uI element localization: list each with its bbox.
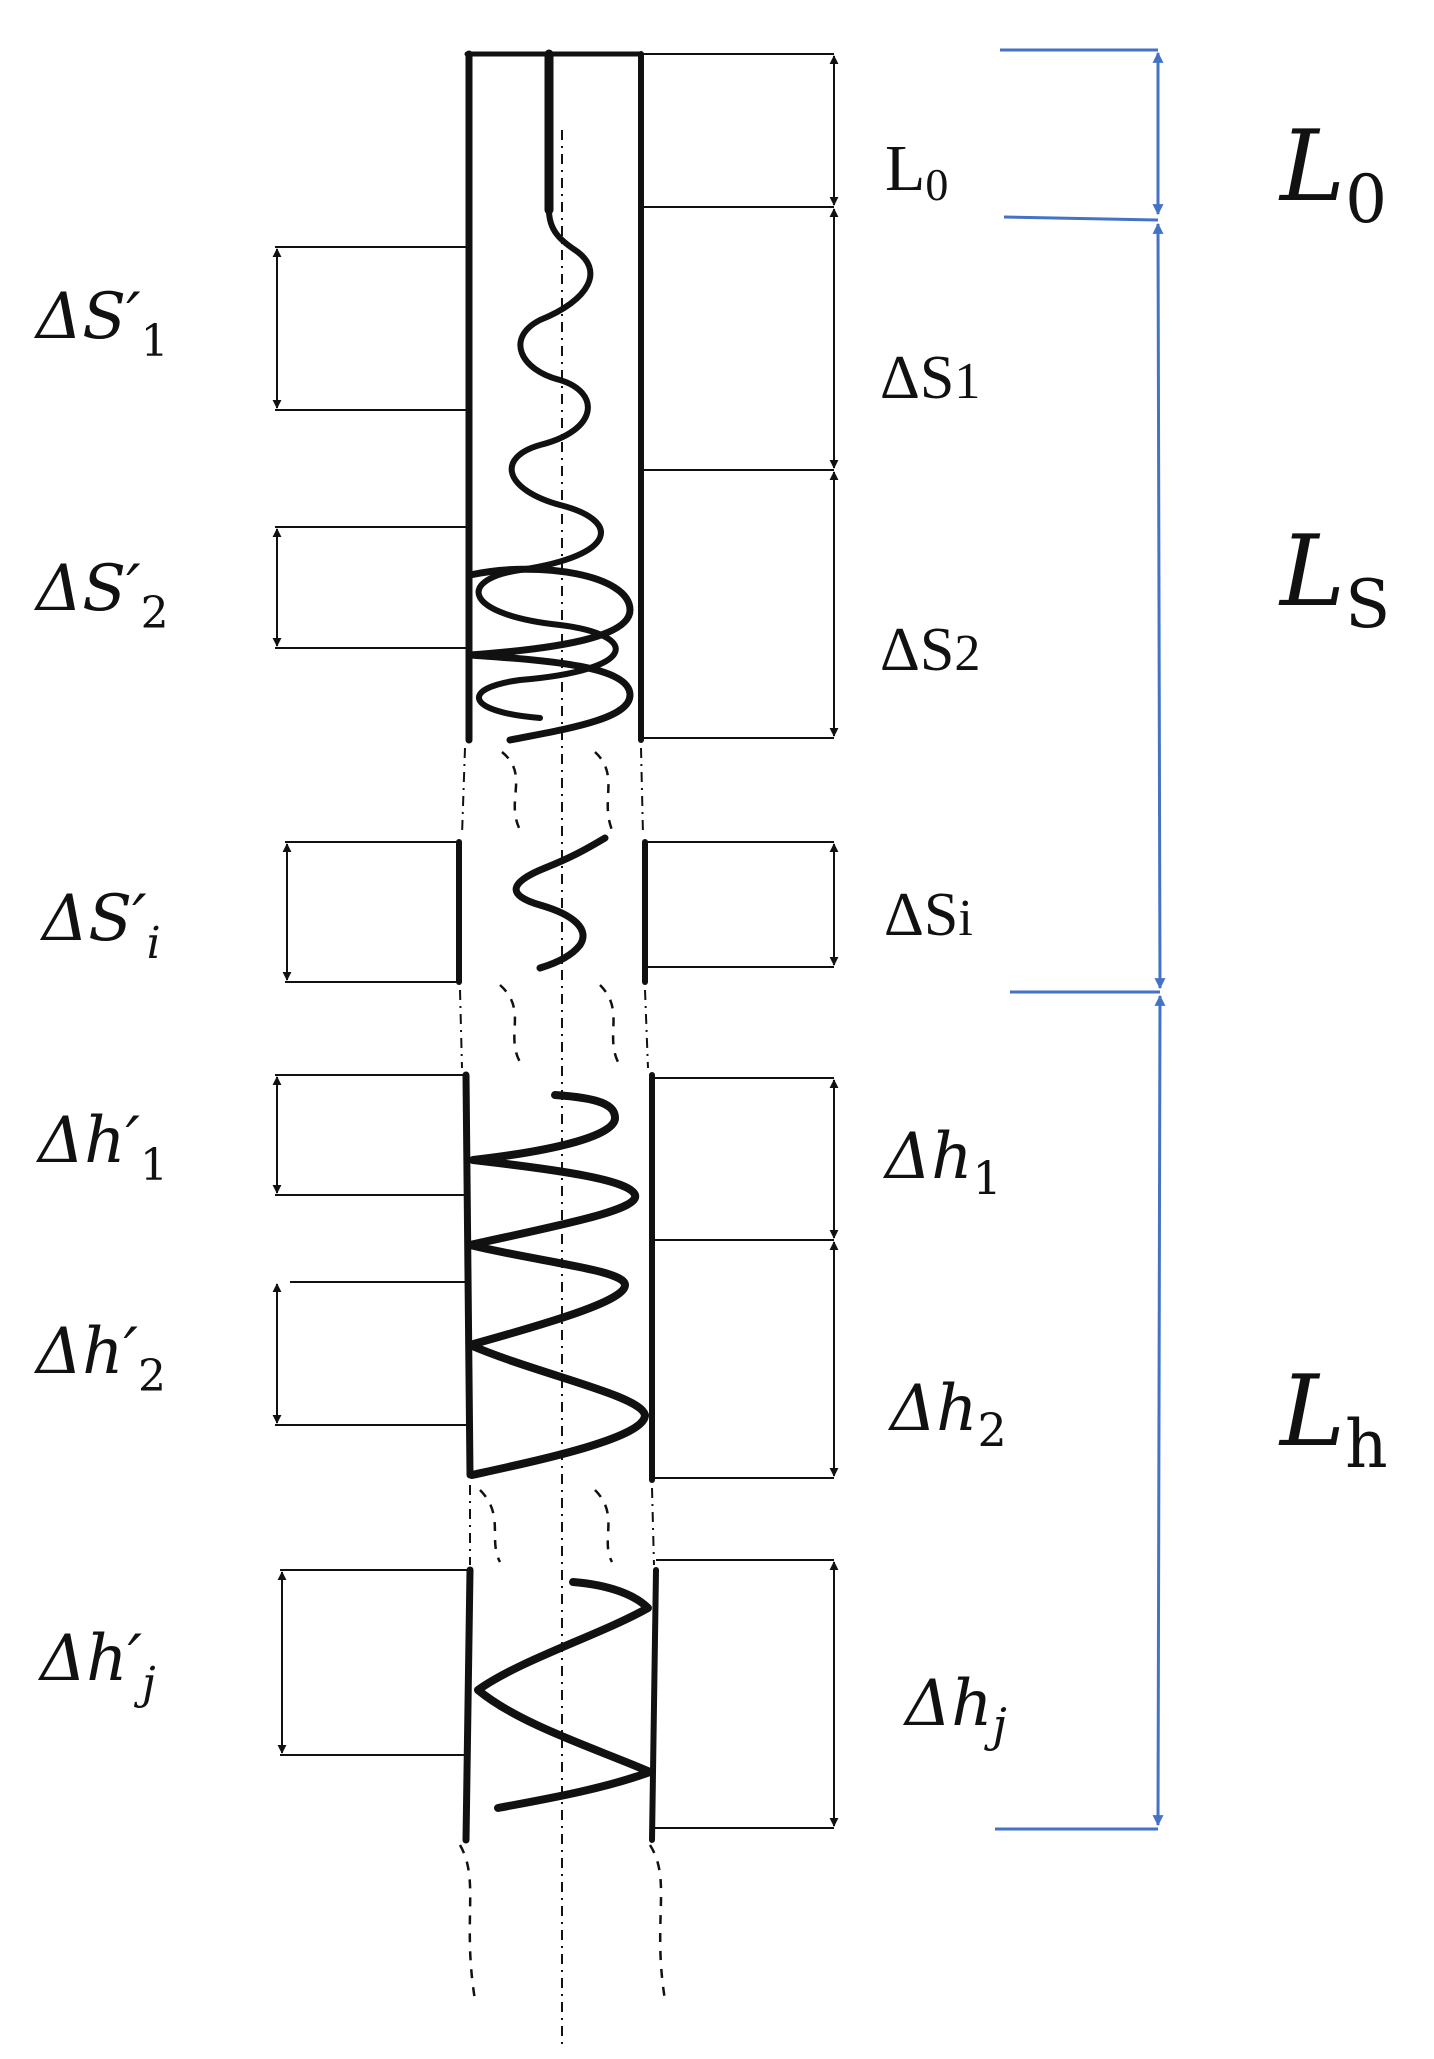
label-dS1: ΔS1 xyxy=(880,344,980,412)
spring-coil xyxy=(466,49,654,1812)
label-dh2: Δh2 xyxy=(887,1372,1007,1457)
label-dhjp: Δh′j xyxy=(37,1622,156,1709)
coil-h xyxy=(466,1091,649,1479)
coil-hj xyxy=(474,1578,654,1812)
coil-si xyxy=(512,834,609,972)
casing xyxy=(456,50,659,1844)
total-brackets xyxy=(995,48,1166,1831)
left-dimensions xyxy=(272,246,470,1756)
label-L0-small: L0 xyxy=(885,132,948,210)
label-dS2: ΔS2 xyxy=(880,616,980,684)
right-labels: L0 ΔS1 ΔS2 ΔSi Δh1 Δh2 Δhj xyxy=(880,132,1007,1752)
break-lines xyxy=(459,130,655,2050)
label-dh1: Δh1 xyxy=(882,1120,1002,1205)
left-labels: ΔS′1 ΔS′2 ΔS′i Δh′1 Δh′2 Δh′j xyxy=(33,280,169,1709)
bracket-arrow-Lh xyxy=(1152,994,1166,1827)
label-dh2p: Δh′2 xyxy=(33,1315,166,1402)
label-dSi: ΔSi xyxy=(884,881,973,949)
label-dhj: Δhj xyxy=(902,1667,1007,1752)
left-wall-h xyxy=(462,1071,474,1479)
label-L0: L0 xyxy=(1278,110,1387,238)
label-dSip: ΔS′i xyxy=(39,882,161,969)
label-LS: LS xyxy=(1278,515,1390,643)
label-dh1p: Δh′1 xyxy=(35,1104,168,1191)
break-squiggles xyxy=(458,751,667,2001)
left-wall-hj xyxy=(462,1566,474,1844)
total-labels: L0 LS Lh xyxy=(1278,110,1390,1483)
coil-s2-dense xyxy=(466,565,634,744)
right-wall-hj xyxy=(649,1567,659,1843)
label-Lh: Lh xyxy=(1278,1355,1388,1483)
label-dS1p: ΔS′1 xyxy=(33,280,169,367)
right-dimensions xyxy=(641,53,839,1829)
coil-upper xyxy=(475,207,619,721)
label-dS2p: ΔS′2 xyxy=(33,552,169,639)
bracket-arrow-LS xyxy=(1152,222,1166,990)
